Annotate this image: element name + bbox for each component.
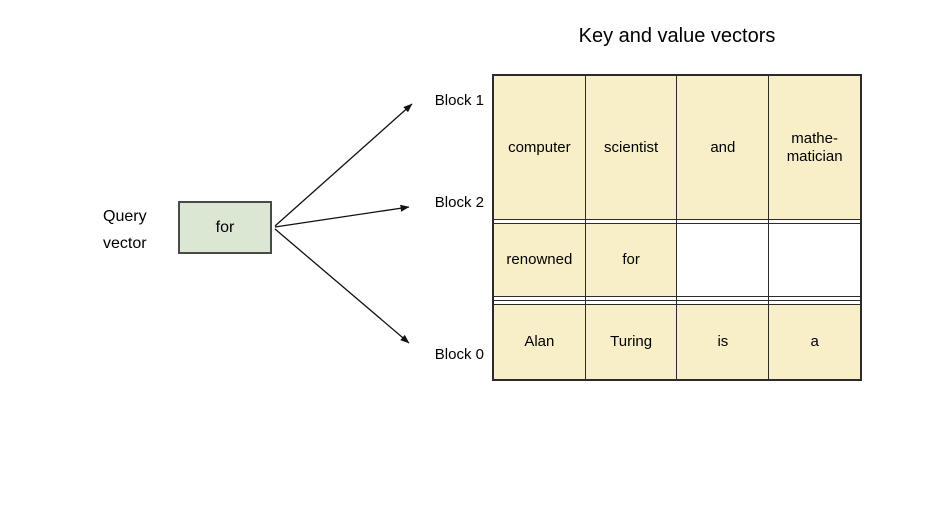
table-cell: mathe- matician bbox=[768, 74, 862, 221]
table-cell: renowned bbox=[492, 223, 586, 298]
table-cell: for bbox=[584, 223, 678, 298]
table-cell: a bbox=[768, 304, 862, 381]
table-cell: scientist bbox=[584, 74, 678, 221]
table-cell: Turing bbox=[584, 304, 678, 381]
arrow-to-block-2 bbox=[274, 204, 410, 228]
table-row: Alan Turing is a bbox=[492, 304, 862, 381]
table-cell: and bbox=[676, 74, 770, 221]
table-cell bbox=[768, 223, 862, 298]
block-label-2: Block 2 bbox=[434, 194, 484, 211]
kv-table: computer scientist and mathe- matician r… bbox=[492, 74, 862, 381]
table-cell bbox=[676, 223, 770, 298]
block-label-1: Block 1 bbox=[434, 92, 484, 109]
query-vector-label: Query vector bbox=[103, 208, 147, 252]
arrow-to-block-1 bbox=[274, 103, 413, 227]
page-title: Key and value vectors bbox=[578, 25, 776, 47]
table-cell: is bbox=[676, 304, 770, 381]
table-cell: Alan bbox=[492, 304, 586, 381]
query-token-box: for bbox=[178, 201, 272, 254]
table-cell: computer bbox=[492, 74, 586, 221]
table-row: renowned for bbox=[492, 223, 862, 298]
query-token: for bbox=[215, 218, 235, 236]
block-label-0: Block 0 bbox=[434, 346, 484, 363]
arrow-to-block-0 bbox=[274, 228, 410, 344]
table-row: computer scientist and mathe- matician bbox=[492, 74, 862, 221]
